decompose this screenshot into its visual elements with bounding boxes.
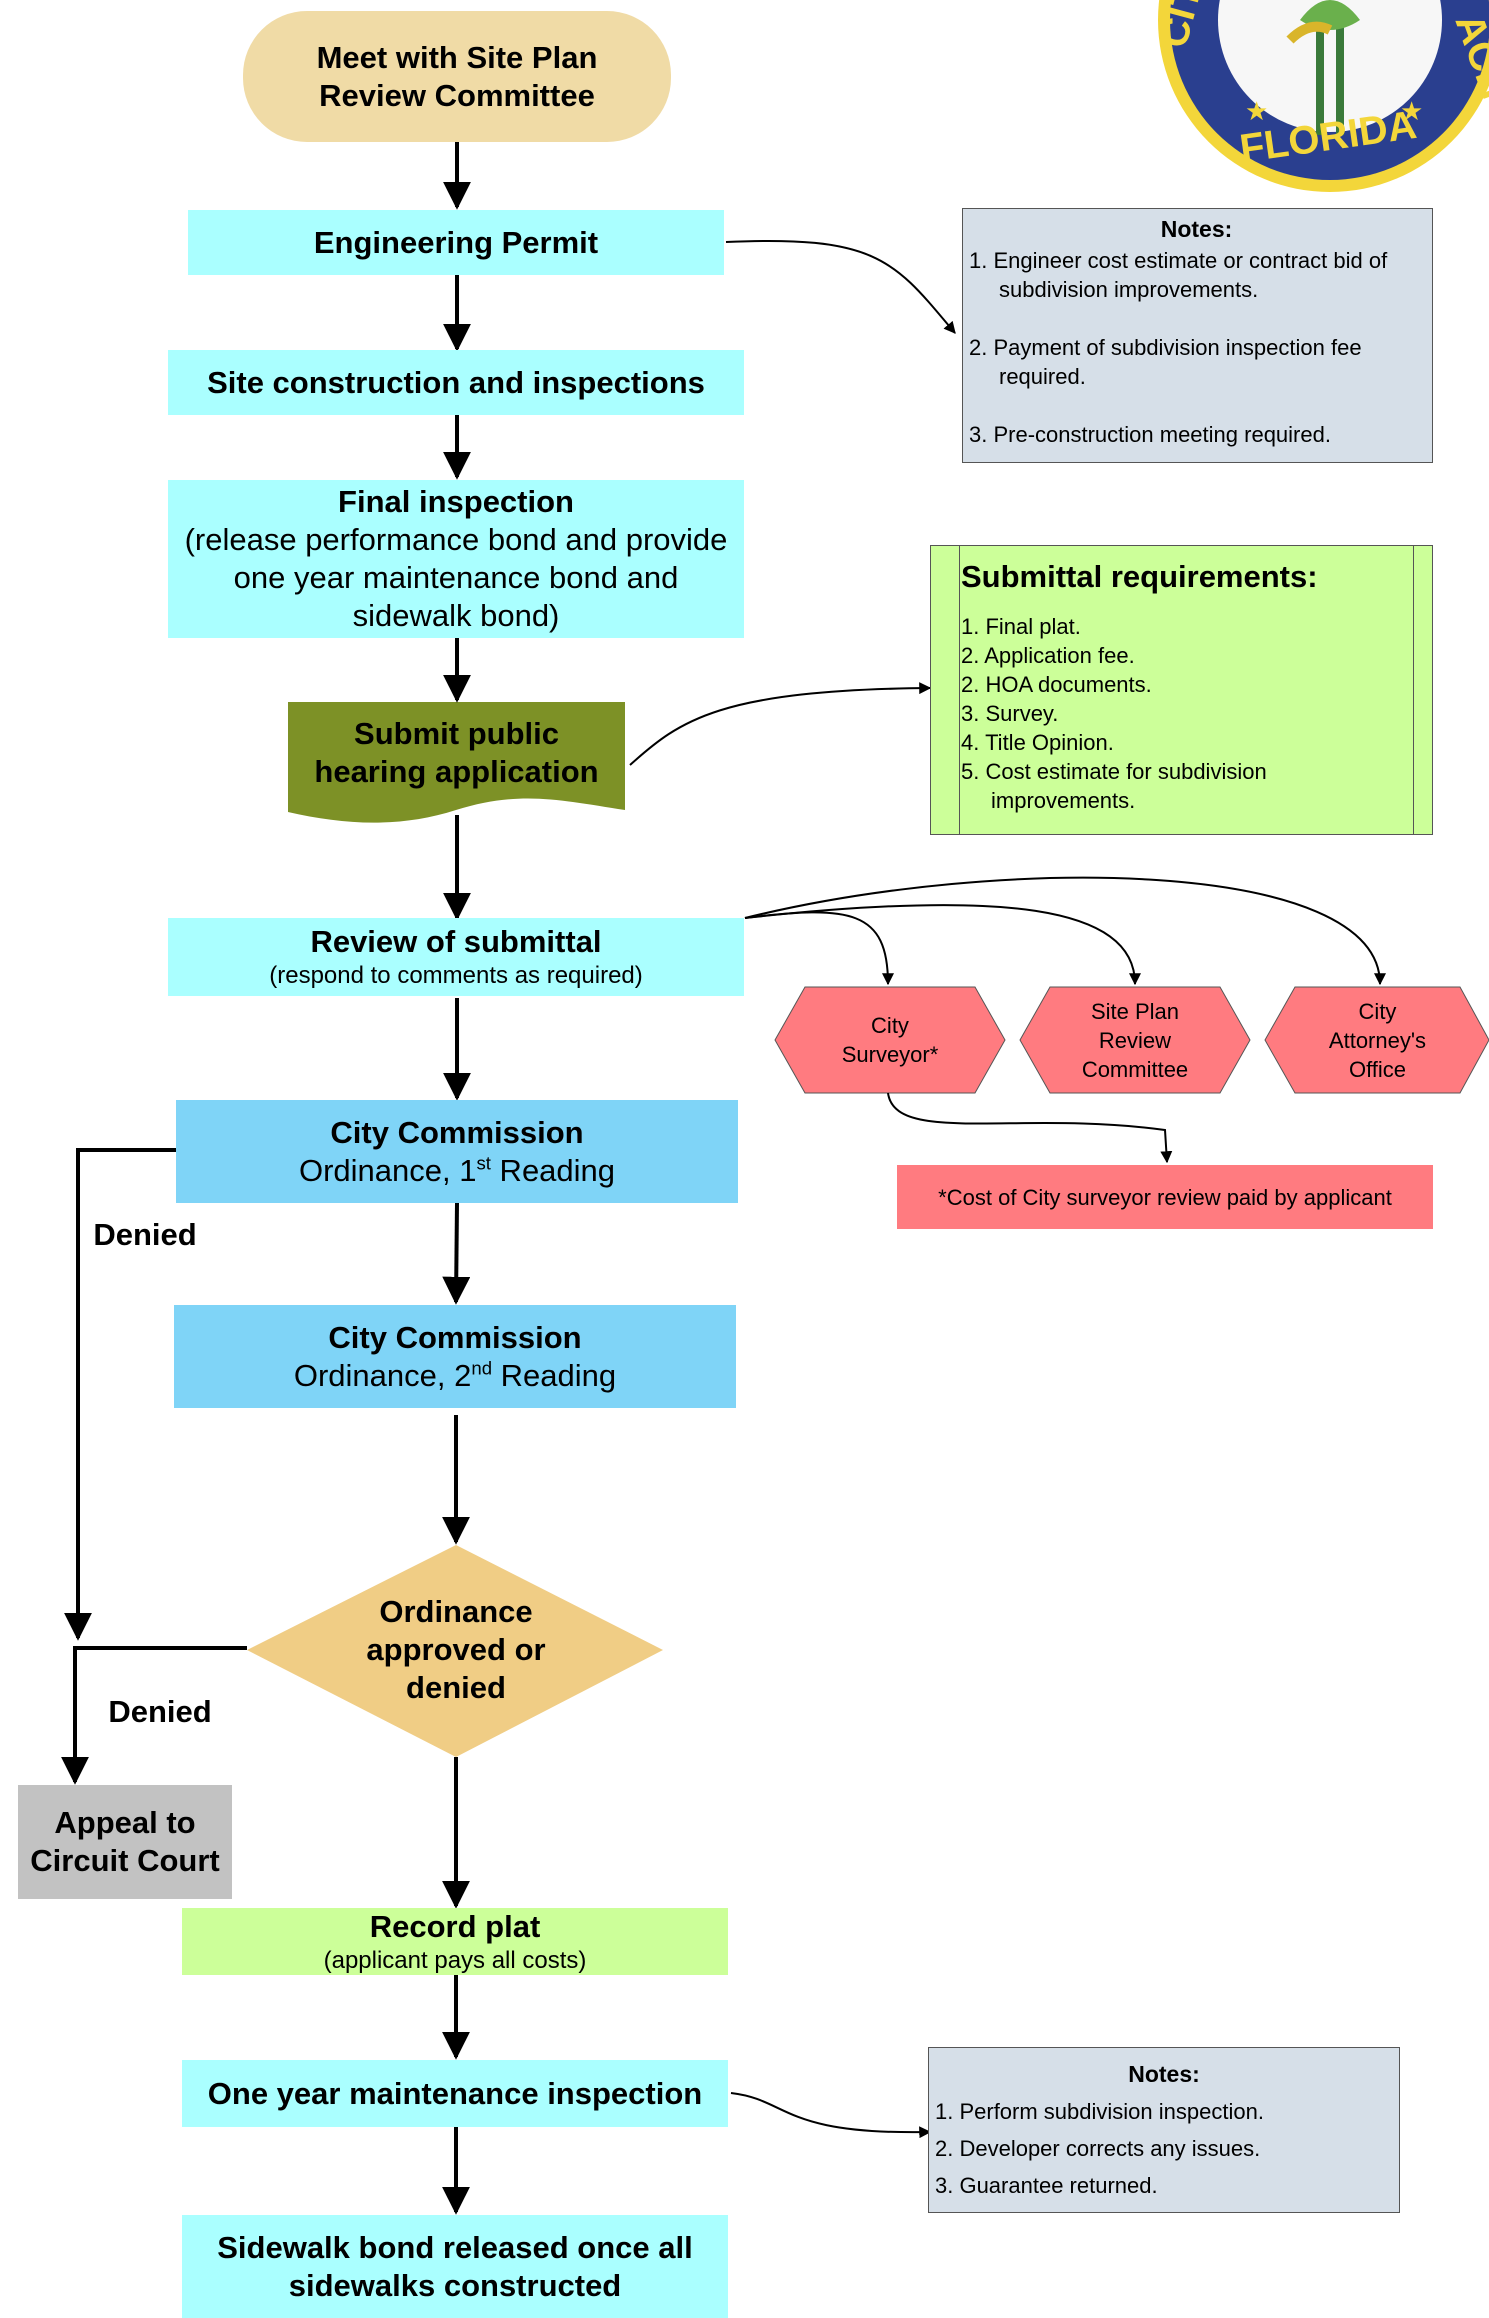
notes-2-list: 1. Perform subdivision inspection. 2. De… — [935, 2093, 1393, 2204]
appeal-line-1: Appeal to — [54, 1805, 196, 1840]
start-terminator-shape — [243, 11, 671, 142]
site-construction-box: Site construction and inspections — [168, 350, 744, 415]
record-plat-box: Record plat (applicant pays all costs) — [182, 1908, 728, 1975]
final-inspection-line-2: (release performance bond and provide — [184, 522, 728, 557]
sidewalk-line-2: sidewalks constructed — [288, 2267, 622, 2303]
final-inspection-line-3: one year maintenance bond and — [233, 560, 679, 595]
notes-1-item-1: 1. Engineer cost estimate or contract bi… — [969, 248, 1388, 302]
review-submittal-title: Review of submittal — [310, 924, 602, 959]
engineering-permit-box: Engineering Permit — [188, 210, 724, 275]
submit-application-box: Submit public hearing application — [288, 705, 625, 800]
appeal-circuit-court-box: Appeal to Circuit Court — [18, 1785, 232, 1899]
submit-application-line-2: hearing application — [314, 753, 599, 789]
site-plan-line-1: Site Plan — [1090, 998, 1180, 1024]
commission-2-sup: nd — [471, 1357, 493, 1379]
denied-1-text: Denied — [93, 1217, 197, 1252]
city-commission-1-reading: Ordinance, 1st Reading — [299, 1152, 615, 1190]
city-commission-2-title: City Commission — [328, 1319, 582, 1355]
notes-engineering-permit: Notes: 1. Engineer cost estimate or cont… — [962, 208, 1433, 463]
attorney-line-1: City — [1358, 998, 1397, 1024]
decision-line-3: denied — [406, 1670, 506, 1705]
start-line-1: Meet with Site Plan — [316, 39, 598, 75]
commission-1-suffix: Reading — [490, 1152, 616, 1188]
appeal-line-2: Circuit Court — [30, 1843, 220, 1878]
sidewalk-bond-box: Sidewalk bond released once all sidewalk… — [182, 2215, 728, 2318]
review-submittal-box: Review of submittal (respond to comments… — [168, 918, 744, 996]
final-inspection-title: Final inspection — [338, 484, 574, 519]
notes-1-item-2: 2. Payment of subdivision inspection fee… — [969, 335, 1362, 389]
city-commission-2-reading: Ordinance, 2nd Reading — [294, 1357, 616, 1395]
city-surveyor-label: City Surveyor* — [805, 995, 975, 1085]
site-plan-line-2: Review — [1098, 1027, 1172, 1053]
final-inspection-line-4: sidewalk bond) — [352, 598, 560, 633]
denied-label-2: Denied — [100, 1692, 220, 1732]
start-line-2: Review Committee — [319, 77, 595, 113]
hexagon-site-plan-review — [1019, 986, 1251, 1094]
submittal-item-2: 2. Application fee. — [961, 643, 1135, 668]
review-submittal-subtitle: (respond to comments as required) — [269, 962, 643, 989]
submittal-item-4: 3. Survey. — [961, 701, 1059, 726]
attorney-line-3: Office — [1348, 1056, 1407, 1082]
notes-maintenance-inspection: Notes: 1. Perform subdivision inspection… — [928, 2047, 1400, 2213]
submittal-item-1: 1. Final plat. — [961, 614, 1081, 639]
engineering-permit-label: Engineering Permit — [313, 224, 599, 260]
city-commission-1-title: City Commission — [330, 1114, 584, 1150]
notes-2-title: Notes: — [1128, 2061, 1200, 2087]
notes-1-item-3: 3. Pre-construction meeting required. — [969, 422, 1331, 447]
submit-document-shape — [288, 702, 625, 823]
start-meet-site-plan-committee: Meet with Site Plan Review Committee — [243, 11, 671, 142]
submittal-item-6: 5. Cost estimate for subdivision improve… — [961, 759, 1267, 813]
notes-1-list: 1. Engineer cost estimate or contract bi… — [969, 246, 1424, 449]
commission-1-prefix: Ordinance, 1 — [298, 1152, 477, 1188]
notes-2-item-1: 1. Perform subdivision inspection. — [935, 2099, 1264, 2124]
surveyor-cost-note: *Cost of City surveyor review paid by ap… — [897, 1165, 1433, 1229]
attorney-line-2: Attorney's — [1328, 1027, 1427, 1053]
surveyor-line-2: Surveyor* — [841, 1042, 939, 1067]
decision-line-1: Ordinance — [379, 1594, 533, 1629]
submittal-left-rule — [959, 546, 960, 834]
notes-1-title: Notes: — [1160, 216, 1233, 242]
city-attorney-label: City Attorney's Office — [1295, 995, 1460, 1085]
commission-2-prefix: Ordinance, 2 — [293, 1357, 472, 1393]
city-commission-first-reading-box: City Commission Ordinance, 1st Reading — [176, 1100, 738, 1203]
denied-2-text: Denied — [108, 1694, 212, 1729]
maintenance-inspection-box: One year maintenance inspection — [182, 2060, 728, 2127]
city-seal-logo: FLORIDA CITY ACH ★ ★ — [1151, 0, 1489, 192]
commission-2-suffix: Reading — [492, 1357, 617, 1393]
final-inspection-box: Final inspection (release performance bo… — [168, 480, 744, 638]
submittal-item-3: 2. HOA documents. — [961, 672, 1152, 697]
submittal-item-5: 4. Title Opinion. — [961, 730, 1114, 755]
decision-diamond-shape — [247, 1545, 663, 1757]
maintenance-inspection-label: One year maintenance inspection — [207, 2075, 703, 2111]
site-plan-review-label: Site Plan Review Committee — [1050, 995, 1220, 1085]
submittal-title: Submittal requirements: — [961, 559, 1318, 594]
surveyor-line-1: City — [871, 1013, 909, 1038]
sidewalk-line-1: Sidewalk bond released once all — [217, 2229, 693, 2265]
commission-1-sup: st — [476, 1152, 491, 1174]
hexagon-city-attorney — [1264, 986, 1489, 1094]
city-commission-second-reading-box: City Commission Ordinance, 2nd Reading — [174, 1305, 736, 1408]
submittal-right-rule — [1413, 546, 1414, 834]
submittal-list: 1. Final plat. 2. Application fee. 2. HO… — [961, 612, 1392, 815]
hexagon-city-surveyor — [774, 986, 1006, 1094]
surveyor-cost-text: *Cost of City surveyor review paid by ap… — [938, 1184, 1392, 1210]
ordinance-decision-box: Ordinance approved or denied — [320, 1590, 592, 1710]
notes-2-item-3: 3. Guarantee returned. — [935, 2173, 1158, 2198]
record-plat-subtitle: (applicant pays all costs) — [323, 1946, 587, 1974]
notes-2-item-2: 2. Developer corrects any issues. — [935, 2136, 1261, 2161]
submit-application-line-1: Submit public — [354, 715, 559, 751]
decision-line-2: approved or — [366, 1632, 546, 1667]
site-construction-label: Site construction and inspections — [207, 364, 705, 400]
record-plat-title: Record plat — [369, 1908, 541, 1944]
site-plan-line-3: Committee — [1081, 1056, 1189, 1082]
svg-text:★: ★ — [1245, 96, 1268, 126]
submittal-requirements-box: Submittal requirements: 1. Final plat. 2… — [930, 545, 1433, 835]
denied-label-1: Denied — [85, 1215, 205, 1255]
svg-text:★: ★ — [1400, 96, 1423, 126]
